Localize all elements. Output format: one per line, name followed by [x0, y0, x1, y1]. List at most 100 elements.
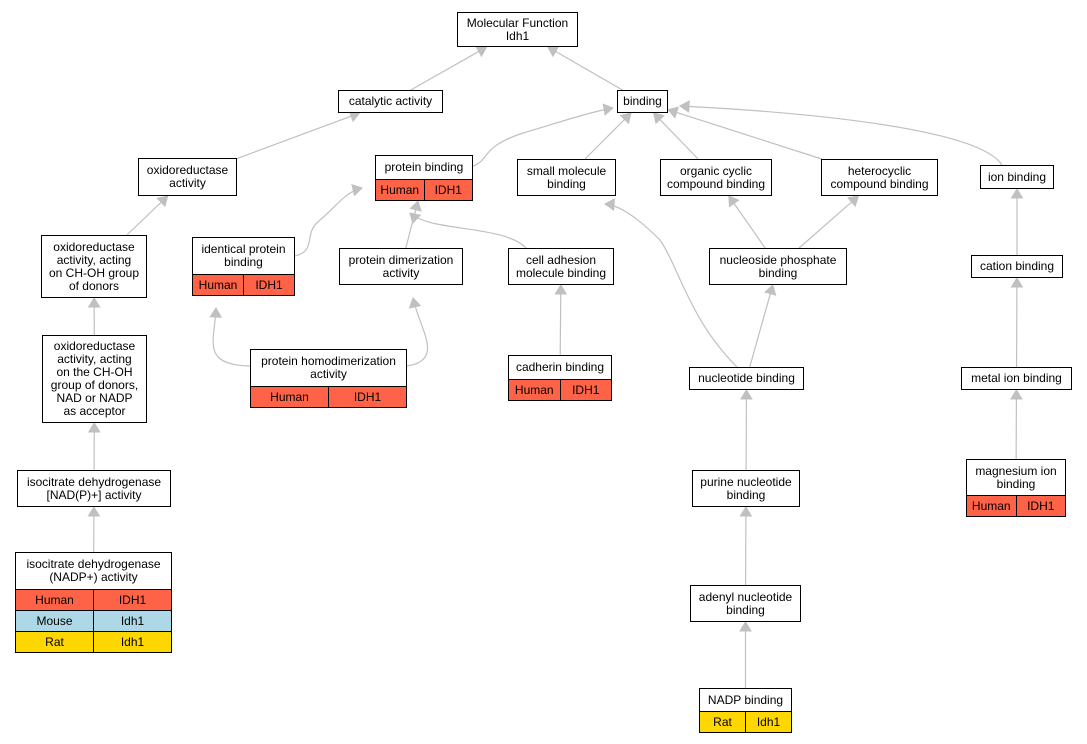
go-term-node-catalytic[interactable]: catalytic activity [338, 90, 443, 113]
edge-line [733, 203, 766, 249]
arrowhead [619, 112, 632, 125]
edge-line [659, 119, 699, 160]
edge-line [604, 203, 738, 368]
edge-nucphos-to-orgcyc [728, 195, 766, 249]
edge-line [584, 118, 626, 160]
edge-line [555, 50, 623, 91]
go-term-label: protein binding [376, 156, 472, 179]
arrowhead [408, 297, 422, 309]
arrowhead [740, 389, 753, 400]
go-term-label-line: Idh1 [505, 28, 530, 43]
go-term-label: ion binding [981, 166, 1053, 188]
go-term-label-line: protein binding [384, 160, 464, 174]
go-term-label-line: on CH-OH group [48, 265, 140, 280]
gene-cell: Idh1 [93, 632, 171, 652]
arrowhead [739, 621, 752, 632]
arrowhead [409, 212, 422, 225]
edge-line [676, 111, 822, 160]
edge-celladh-to-protbind [409, 212, 527, 249]
arrowhead [728, 195, 740, 208]
species-cell: Human [380, 183, 420, 197]
go-term-node-binding[interactable]: binding [617, 90, 668, 113]
go-term-label: isocitrate dehydrogenase[NAD(P)+] activi… [18, 471, 170, 506]
arrowhead [87, 422, 101, 433]
go-term-label: NADP binding [700, 689, 791, 711]
gene-cell: IDH1 [559, 380, 612, 400]
go-term-label-line: binding [726, 487, 766, 502]
edge-line [406, 297, 428, 367]
go-term-label-line: isocitrate dehydrogenase [26, 557, 161, 571]
edge-oxred-to-catalytic [236, 110, 361, 160]
arrowhead [764, 284, 777, 296]
go-term-label-line: protein dimerization [348, 252, 454, 267]
edge-magnesium-to-metalion [1010, 389, 1023, 460]
arrowhead [679, 100, 690, 113]
annotation-row-human[interactable]: Human IDH1 [509, 380, 611, 400]
go-term-label-line: heterocyclic [847, 163, 912, 178]
edge-nucleotide-to-smallmol [604, 198, 738, 368]
gene-cell: Idh1 [93, 611, 171, 631]
go-term-label-line: compound binding [666, 176, 766, 191]
go-term-label-line: group of donors, [50, 378, 139, 392]
go-term-label-line: cation binding [979, 259, 1055, 273]
go-term-label-line: activity, acting [57, 352, 132, 366]
go-term-label-line: on the CH-OH [56, 365, 133, 379]
species-cell: Mouse [36, 614, 73, 628]
go-term-label-line: binding [726, 602, 765, 617]
annotation-row-mouse[interactable]: Mouse Idh1 [16, 610, 171, 631]
go-term-node-nucleotide[interactable]: nucleotide binding [689, 367, 804, 390]
arrowhead [1010, 389, 1023, 400]
go-term-node-ionbind[interactable]: ion binding [980, 165, 1054, 189]
go-term-node-icdh_nadp[interactable]: isocitrate dehydrogenase(NADP+) activity… [15, 552, 172, 653]
go-term-label-line: binding [224, 255, 263, 269]
edge-adenyl-to-purine [739, 506, 753, 586]
gene-cell: IDH1 [423, 180, 473, 200]
arrowhead [87, 506, 101, 517]
go-term-label-line: oxidoreductase [53, 239, 135, 254]
go-term-label-line: activity [310, 367, 347, 381]
go-term-node-metalion[interactable]: metal ion binding [961, 367, 1072, 390]
go-term-label-line: binding [758, 265, 798, 280]
go-term-label: nucleotide binding [690, 368, 803, 389]
arrowhead [739, 506, 753, 517]
go-term-node-icdh_nadp_p[interactable]: isocitrate dehydrogenase[NAD(P)+] activi… [17, 470, 171, 507]
species-cell: Human [514, 383, 554, 397]
go-term-node-cation[interactable]: cation binding [971, 255, 1063, 278]
arrowhead [87, 297, 101, 308]
arrowhead [209, 307, 223, 318]
go-term-label-line: protein homodimerization [261, 354, 396, 368]
go-term-label: cation binding [972, 256, 1062, 277]
